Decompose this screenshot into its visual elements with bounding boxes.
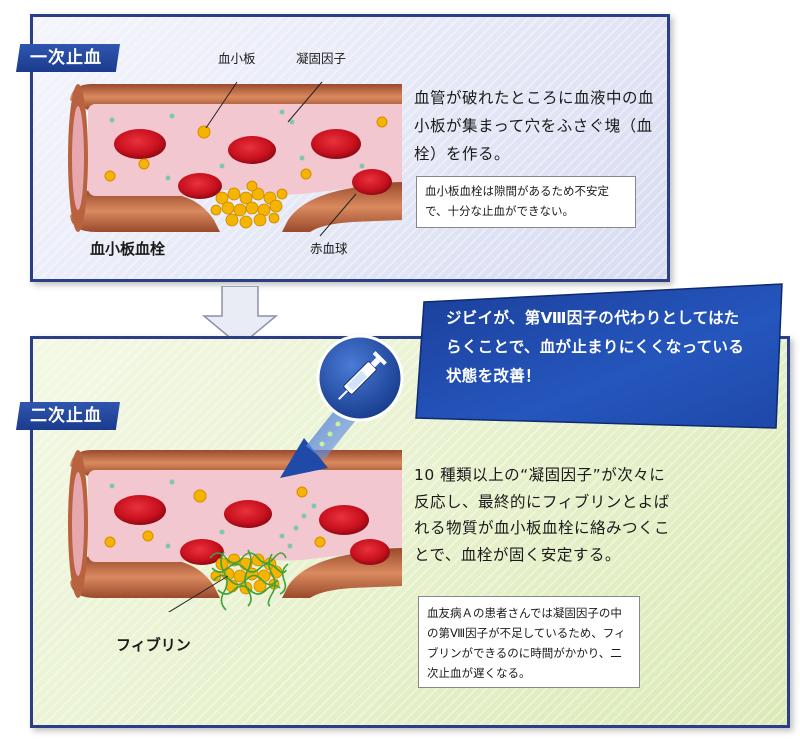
platelet-label: 血小板 <box>218 51 256 66</box>
platelet-plug <box>210 180 288 229</box>
secondary-description: 10 種類以上の“凝固因子”が次々に反応し、最終的にフィブリンとよばれる物質が血… <box>414 466 671 564</box>
secondary-note: 血友病Ａの患者さんでは凝固因子の中の第Ⅷ因子が不足しているため、フィブリンができ… <box>418 596 640 688</box>
red-blood-cell <box>319 505 369 535</box>
drug-dots <box>319 421 341 447</box>
primary-description: 血管が破れたところに血液中の血小板が集まって穴をふさぐ塊（血栓）を作る。 <box>414 89 655 163</box>
primary-hemostasis-tag: 一次止血 <box>16 44 120 72</box>
arrow-head-icon <box>280 438 328 478</box>
platelet <box>104 170 116 182</box>
fibrin-label: フィブリン <box>116 636 191 654</box>
vessel-opening-inner <box>72 472 84 576</box>
platelet <box>138 158 150 170</box>
platelet <box>193 489 207 503</box>
clotting-factor-dots <box>109 109 365 181</box>
leader-line <box>167 575 229 612</box>
red-blood-cell <box>114 495 166 525</box>
clotting-factor-dots <box>109 479 317 549</box>
platelet <box>197 125 211 139</box>
fibrin-mesh <box>209 549 289 611</box>
red-blood-cell <box>178 173 222 199</box>
leader-lines <box>205 81 357 237</box>
primary-note: 血小板血栓は隙間があるため不安定で、十分な止血ができない。 <box>416 176 636 228</box>
callout-text: ジビイが、第Ⅷ因子の代わりとしてはたらくことで、血が止まりにくくなっている状態を… <box>446 309 745 385</box>
platelet <box>142 530 154 542</box>
platelets <box>104 116 388 182</box>
blood-vessel-diagram-secondary <box>68 450 402 612</box>
clotting-factor-label: 凝固因子 <box>296 51 347 66</box>
platelet-plug-label: 血小板血栓 <box>90 240 166 258</box>
platelet <box>104 536 116 548</box>
vessel-wall-bottom <box>70 556 220 598</box>
syringe-icon <box>338 351 387 400</box>
platelet <box>314 536 326 548</box>
secondary-hemostasis-tag: 二次止血 <box>16 402 120 430</box>
blood-vessel-diagram-primary <box>68 81 402 237</box>
callout-banner <box>415 283 783 429</box>
vessel-wall-top <box>70 84 402 110</box>
platelet <box>376 116 388 128</box>
red-blood-cell <box>228 136 276 164</box>
red-blood-cell <box>180 539 224 565</box>
vessel-wall-bottom <box>70 190 220 232</box>
red-blood-cell <box>350 539 390 565</box>
platelets <box>104 486 326 548</box>
platelet <box>300 168 312 180</box>
red-blood-cell <box>114 129 166 159</box>
down-arrow-icon <box>201 286 279 347</box>
platelet <box>296 486 308 498</box>
red-blood-cell <box>224 500 272 528</box>
vessel-opening-inner <box>72 106 84 210</box>
red-blood-cell-label: 赤血球 <box>310 241 348 256</box>
syringe-badge <box>280 334 404 478</box>
red-blood-cell <box>352 169 392 195</box>
red-blood-cell <box>311 129 361 159</box>
